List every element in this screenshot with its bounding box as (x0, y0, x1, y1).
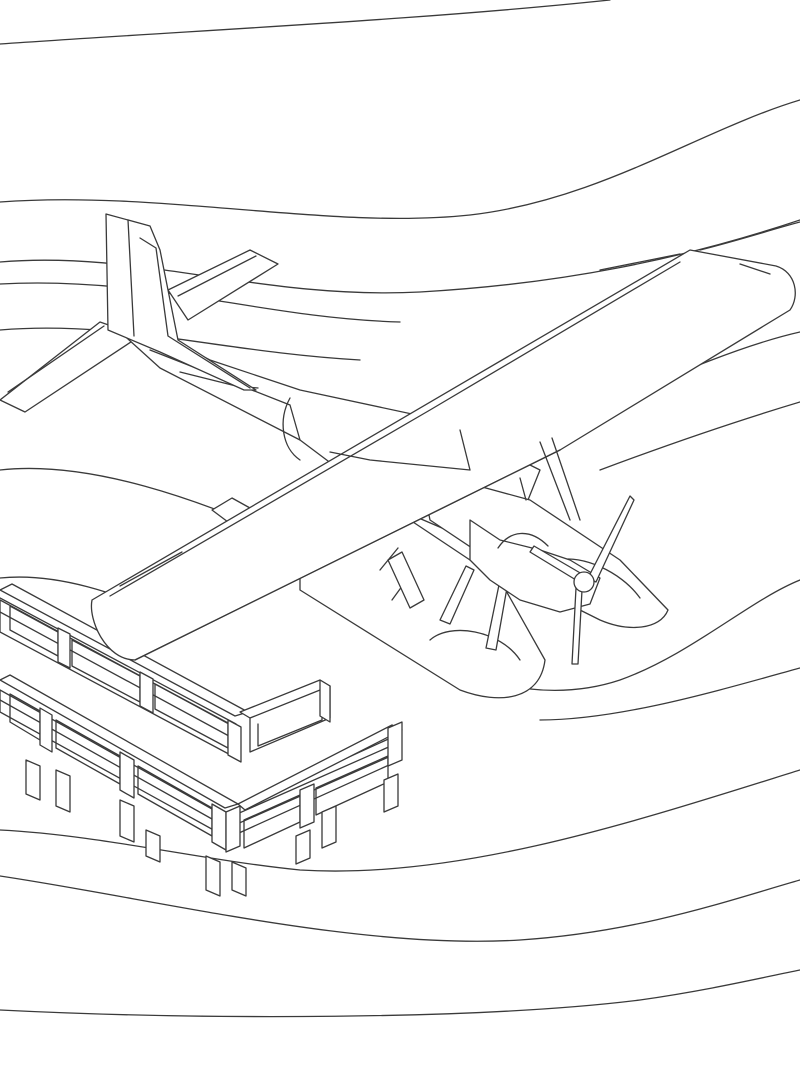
right-stabilizer (167, 249, 279, 321)
wave-line (0, 969, 800, 1018)
wave-line (599, 401, 800, 471)
float-rear (299, 519, 546, 699)
wave-line (0, 875, 800, 942)
wooden-dock (0, 583, 403, 897)
wave-line (0, 769, 800, 872)
wave-line (0, 0, 611, 45)
wave-line (699, 221, 800, 251)
left-stabilizer (0, 321, 141, 413)
propeller-icon (529, 495, 635, 665)
seaplane (0, 213, 796, 699)
tail-fin (105, 213, 257, 391)
float-front (419, 469, 669, 629)
wave-line (0, 99, 800, 220)
dock-lower-walkway (0, 674, 403, 897)
wave-line (539, 667, 800, 721)
